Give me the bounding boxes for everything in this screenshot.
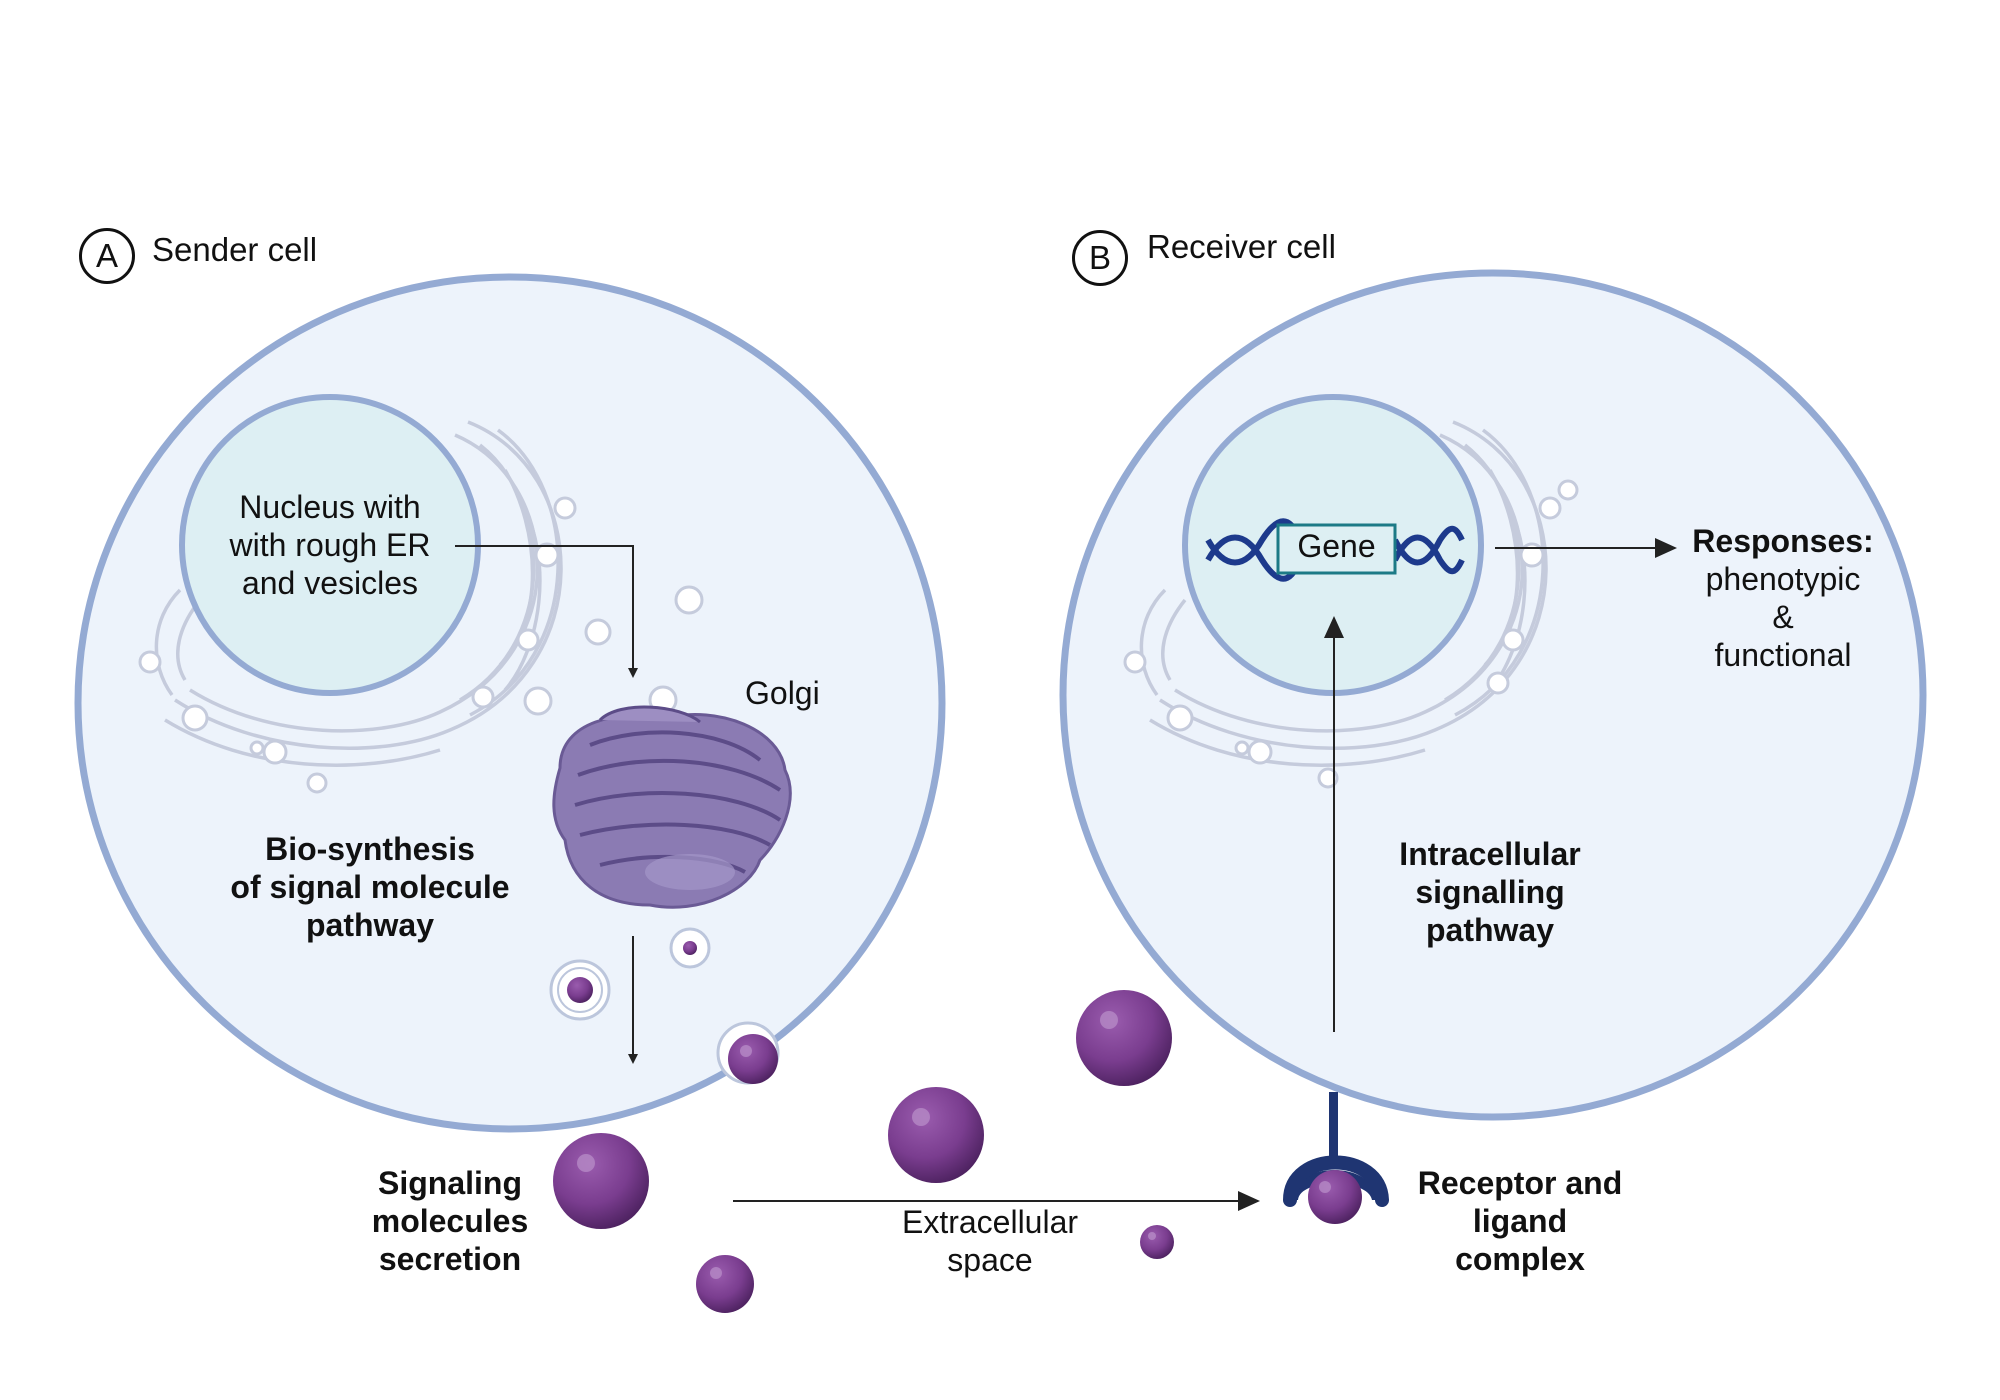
- sender-cell: [74, 273, 946, 1133]
- intracellular-line2: signalling: [1415, 874, 1565, 910]
- responses-line3: functional: [1714, 637, 1852, 673]
- bound-ligand: [1308, 1170, 1362, 1224]
- extracellular-label: Extracellular space: [870, 1203, 1110, 1279]
- secretion-label: Signaling molecules secretion: [340, 1164, 560, 1278]
- panel-a-title: Sender cell: [152, 231, 318, 268]
- gene-box: [1276, 523, 1397, 575]
- gene-label: Gene: [1297, 528, 1376, 564]
- responses-line1: phenotypic: [1705, 561, 1861, 597]
- intracellular-line3: pathway: [1425, 912, 1555, 948]
- signal-molecule: [1140, 1225, 1174, 1259]
- secretion-line1: Signaling: [378, 1165, 522, 1201]
- sender-vesicles: [138, 496, 704, 794]
- intracellular-line1: Intracellular: [1399, 836, 1581, 872]
- signal-molecule: [696, 1255, 754, 1313]
- nucleus-label-line3: and vesicles: [241, 565, 419, 601]
- panel-b-title: Receiver cell: [1147, 228, 1336, 265]
- panel-a-badge: A: [79, 228, 135, 284]
- signal-molecule: [888, 1087, 984, 1183]
- signal-molecule: [553, 1133, 649, 1229]
- intracellular-label: Intracellular signalling pathway: [1340, 835, 1640, 949]
- golgi-icon: [552, 705, 792, 909]
- nucleus-label-line1: Nucleus with: [239, 489, 421, 525]
- biosynthesis-line1: Bio-synthesis: [265, 831, 475, 867]
- responses-label: Responses: phenotypic & functional: [1668, 522, 1898, 674]
- nucleus-label: Nucleus with with rough ER and vesicles: [190, 488, 470, 602]
- receptor-label: Receptor and ligand complex: [1385, 1164, 1655, 1278]
- responses-line2: &: [1772, 599, 1794, 635]
- biosynthesis-line3: pathway: [305, 907, 435, 943]
- receptor-line3: complex: [1455, 1241, 1585, 1277]
- secretion-line2: molecules: [371, 1203, 529, 1239]
- biosynthesis-label: Bio-synthesis of signal molecule pathway: [195, 830, 545, 944]
- receptor-icon: [1283, 1092, 1389, 1224]
- signal-molecule: [1076, 990, 1172, 1086]
- secretory-vesicle: [669, 927, 711, 969]
- secretion-line3: secretion: [378, 1241, 522, 1277]
- receptor-line1: Receptor and: [1417, 1165, 1623, 1201]
- extracellular-line2: space: [947, 1242, 1033, 1278]
- responses-title: Responses:: [1692, 523, 1874, 559]
- biosynthesis-line2: of signal molecule: [230, 869, 510, 905]
- golgi-label: Golgi: [745, 675, 820, 711]
- secretory-vesicle: [549, 959, 611, 1021]
- receptor-line2: ligand: [1472, 1203, 1568, 1239]
- extracellular-line1: Extracellular: [901, 1204, 1079, 1240]
- receiver-vesicles: [1123, 479, 1579, 789]
- nucleus-label-line2: with rough ER: [229, 527, 431, 563]
- signal-molecules: [553, 990, 1174, 1313]
- exocytosis-vesicle: [716, 1021, 780, 1085]
- panel-b-badge: B: [1072, 230, 1128, 286]
- nucleus-to-golgi-arrow: [455, 545, 638, 678]
- receiver-cell: [1059, 269, 1927, 1224]
